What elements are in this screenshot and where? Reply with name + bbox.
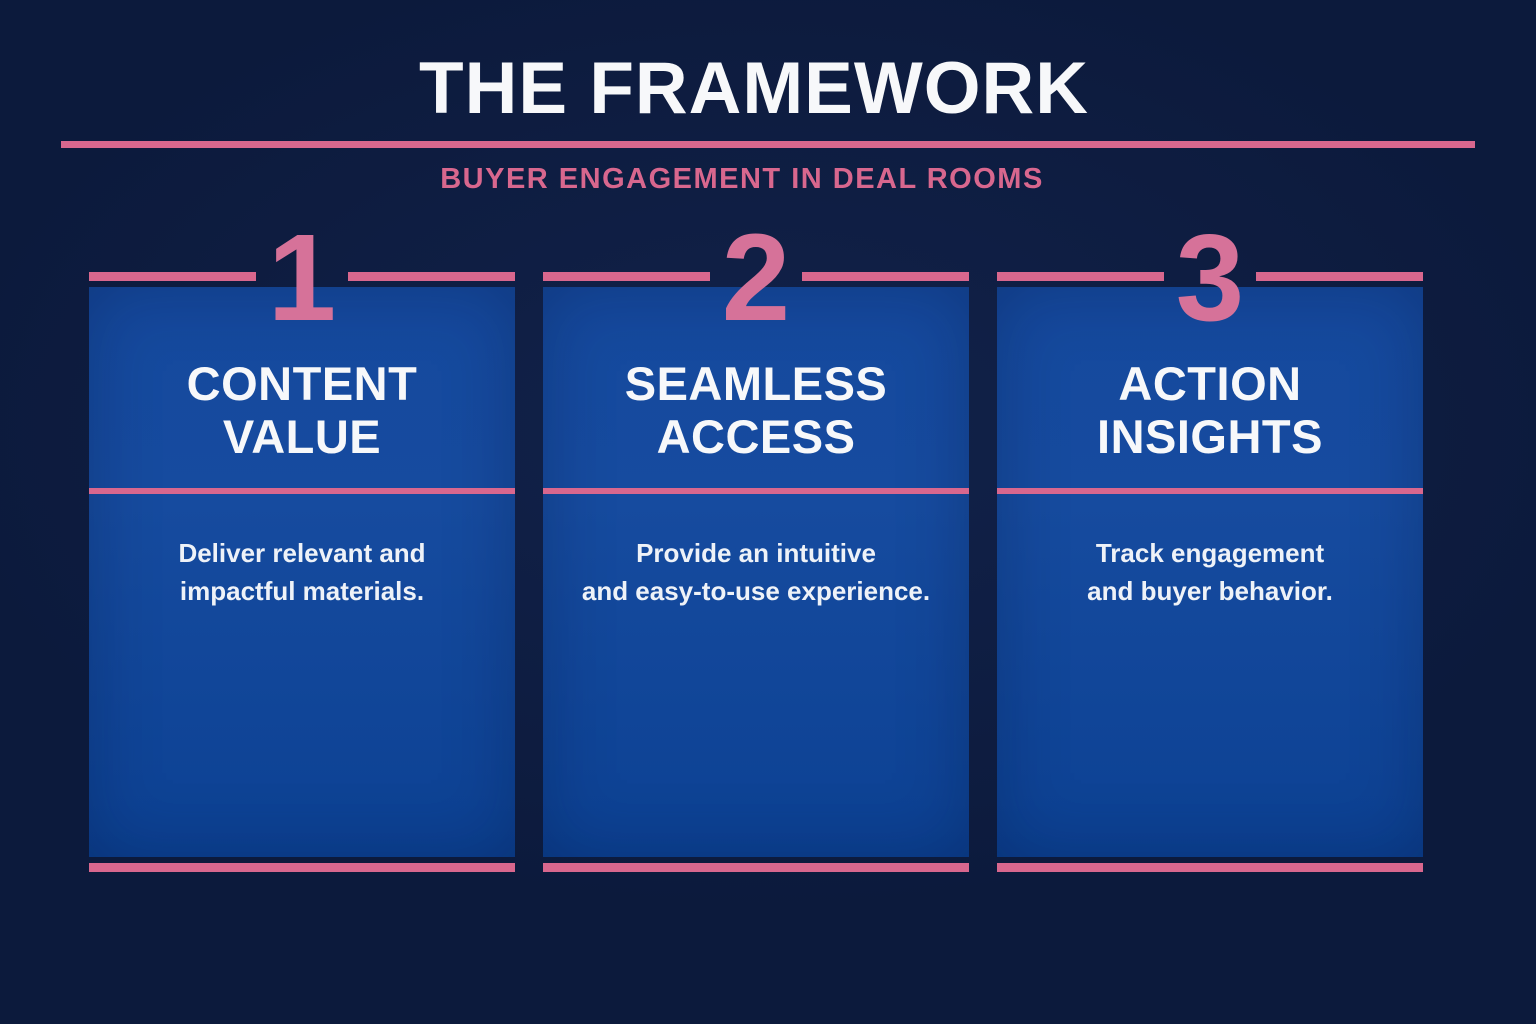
card-top-line-left-segment bbox=[997, 271, 1164, 281]
card-bottom-line bbox=[997, 862, 1423, 872]
card-divider-line bbox=[89, 488, 515, 495]
framework-card-1: 1 CONTENT VALUE Deliver relevant and imp… bbox=[89, 217, 515, 872]
card-description: Deliver relevant and impactful materials… bbox=[178, 538, 426, 606]
card-title: ACTION INSIGHTS bbox=[1097, 356, 1323, 463]
card-bottom-line bbox=[543, 862, 969, 872]
card-description: Provide an intuitive and easy-to-use exp… bbox=[581, 538, 931, 606]
card-number: 1 bbox=[267, 209, 337, 347]
card-top-line bbox=[543, 271, 969, 281]
card-top-line-right-segment bbox=[1256, 271, 1423, 281]
page-subtitle: BUYER ENGAGEMENT IN DEAL ROOMS bbox=[440, 163, 1044, 195]
card-bottom-line bbox=[89, 862, 515, 872]
card-divider-line bbox=[543, 488, 969, 495]
card-top-line-right-segment bbox=[802, 271, 969, 281]
card-body: SEAMLESS ACCESS Provide an intuitive and… bbox=[543, 286, 969, 857]
card-top-line-right-segment bbox=[348, 271, 515, 281]
page-title: THE FRAMEWORK bbox=[419, 48, 1089, 129]
slide-header: THE FRAMEWORK bbox=[0, 0, 1536, 125]
card-body: ACTION INSIGHTS Track engagement and buy… bbox=[997, 286, 1423, 857]
card-number: 3 bbox=[1175, 209, 1245, 347]
header-divider-line bbox=[61, 141, 1475, 148]
framework-cards-row: 1 CONTENT VALUE Deliver relevant and imp… bbox=[89, 217, 1423, 872]
framework-card-3: 3 ACTION INSIGHTS Track engagement and b… bbox=[997, 217, 1423, 872]
card-top-line-left-segment bbox=[89, 271, 256, 281]
card-title: SEAMLESS ACCESS bbox=[624, 356, 888, 463]
card-divider-line bbox=[997, 488, 1423, 495]
card-title: CONTENT VALUE bbox=[186, 356, 418, 463]
framework-card-2: 2 SEAMLESS ACCESS Provide an intuitive a… bbox=[543, 217, 969, 872]
card-body: CONTENT VALUE Deliver relevant and impac… bbox=[89, 286, 515, 857]
card-top-line-left-segment bbox=[543, 271, 710, 281]
card-top-line bbox=[89, 271, 515, 281]
framework-slide: THE FRAMEWORK BUYER ENGAGEMENT IN DEAL R… bbox=[0, 0, 1536, 872]
card-top-line bbox=[997, 271, 1423, 281]
card-number: 2 bbox=[721, 209, 791, 347]
card-description: Track engagement and buyer behavior. bbox=[1087, 538, 1333, 606]
